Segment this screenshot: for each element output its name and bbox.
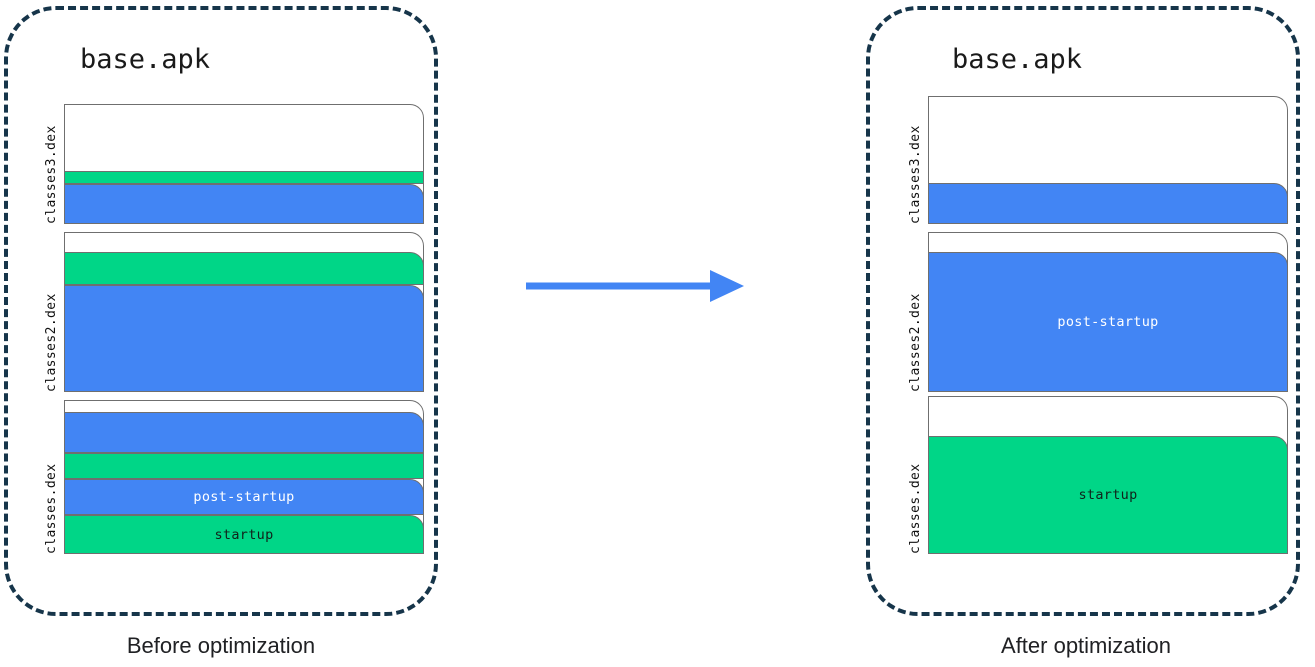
dex-file-label: classes3.dex	[908, 125, 923, 224]
transform-arrow-icon	[526, 270, 744, 302]
dex-file-label: classes.dex	[44, 463, 59, 555]
dex-file-label: classes.dex	[908, 463, 923, 555]
dex-band-label: post-startup	[193, 489, 295, 505]
caption-after-optimization: After optimization	[1001, 633, 1171, 658]
dex-band-label: startup	[1078, 487, 1138, 503]
dex-band-label: startup	[214, 526, 274, 543]
dex-band-startup: startup	[928, 436, 1288, 554]
dex-file-label: classes3.dex	[44, 125, 59, 224]
dex-band-startup	[64, 252, 424, 285]
dex-band-startup	[64, 171, 424, 184]
dex-band-startup: startup	[64, 515, 424, 554]
apk-title-before: base.apk	[80, 44, 211, 75]
dex-file-label: classes2.dex	[44, 293, 59, 392]
dex-band-post-startup	[928, 183, 1288, 224]
dex-file-label: classes2.dex	[908, 293, 923, 392]
apk-title-after: base.apk	[952, 44, 1083, 75]
dex-band-post-startup: post-startup	[928, 252, 1288, 392]
dex-band-post-startup: post-startup	[64, 479, 424, 515]
dex-band-post-startup	[64, 412, 424, 453]
dex-band-post-startup	[64, 184, 424, 224]
dex-band-startup	[64, 453, 424, 479]
caption-before-optimization: Before optimization	[126, 633, 316, 658]
dex-band-post-startup	[64, 285, 424, 392]
dex-band-label: post-startup	[1057, 314, 1159, 330]
